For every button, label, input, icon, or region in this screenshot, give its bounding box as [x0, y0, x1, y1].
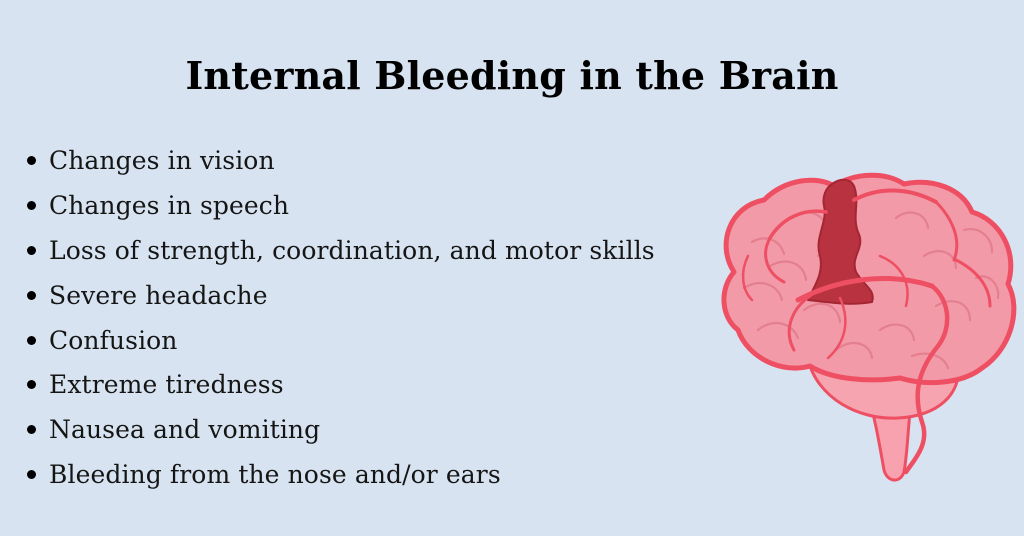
- bullet-icon: [27, 155, 36, 165]
- bullet-icon: [27, 200, 36, 210]
- symptom-label: Changes in vision: [49, 145, 275, 175]
- symptom-label: Changes in speech: [49, 190, 290, 220]
- list-item: Extreme tiredness: [22, 362, 655, 407]
- list-item: Confusion: [22, 318, 655, 363]
- bullet-icon: [27, 290, 36, 300]
- blood-vessels: [741, 188, 992, 475]
- list-item: Bleeding from the nose and/or ears: [22, 452, 655, 497]
- list-item: Changes in speech: [22, 183, 655, 228]
- bullet-icon: [27, 335, 36, 345]
- list-item: Severe headache: [22, 273, 655, 318]
- symptom-label: Loss of strength, coordination, and moto…: [49, 235, 655, 265]
- symptom-label: Extreme tiredness: [49, 370, 284, 400]
- list-item: Nausea and vomiting: [22, 407, 655, 452]
- bullet-icon: [27, 470, 36, 480]
- bullet-icon: [27, 380, 36, 390]
- list-item: Changes in vision: [22, 138, 655, 183]
- symptom-list: Changes in vision Changes in speech Loss…: [22, 138, 655, 497]
- bullet-icon: [27, 425, 36, 435]
- symptom-label: Bleeding from the nose and/or ears: [49, 460, 501, 490]
- brain-illustration-icon: [721, 172, 1017, 482]
- symptom-label: Nausea and vomiting: [49, 415, 321, 445]
- symptom-label: Severe headache: [49, 280, 268, 310]
- bullet-icon: [27, 245, 36, 255]
- list-item: Loss of strength, coordination, and moto…: [22, 228, 655, 273]
- page-title: Internal Bleeding in the Brain: [185, 53, 839, 98]
- symptom-label: Confusion: [49, 325, 178, 355]
